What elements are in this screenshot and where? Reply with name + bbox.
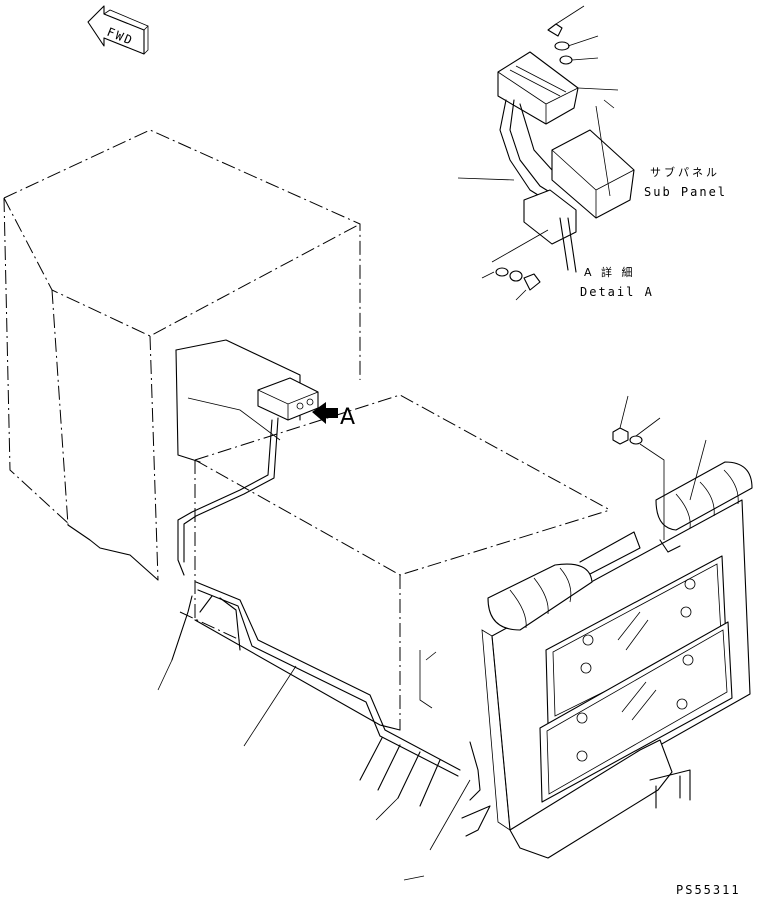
fwd-arrow-icon [87, 5, 149, 55]
main-body-outline [175, 339, 611, 731]
sub-panel-label-en: Sub Panel [644, 185, 727, 199]
switch-box-on-cab [257, 377, 319, 421]
work-lamps [487, 461, 753, 631]
rear-panel [481, 499, 751, 859]
detail-label-jp: A 詳 細 [584, 265, 636, 279]
lower-harness [403, 650, 491, 881]
drawing-number: PS55311 [676, 883, 741, 897]
lamp-fasteners [612, 395, 707, 540]
harness-clamps-front [171, 595, 441, 807]
view-marker-a: A [340, 405, 355, 430]
view-arrow-a-icon [312, 402, 338, 424]
cab-outline [3, 129, 361, 581]
sub-panel-label-jp: サブパネル [650, 165, 720, 179]
detail-label-en: Detail A [580, 285, 654, 299]
leader-lines [157, 659, 399, 821]
panel-bolts [576, 578, 696, 762]
detail-a-view [457, 5, 635, 301]
wiring-harness [177, 417, 461, 777]
